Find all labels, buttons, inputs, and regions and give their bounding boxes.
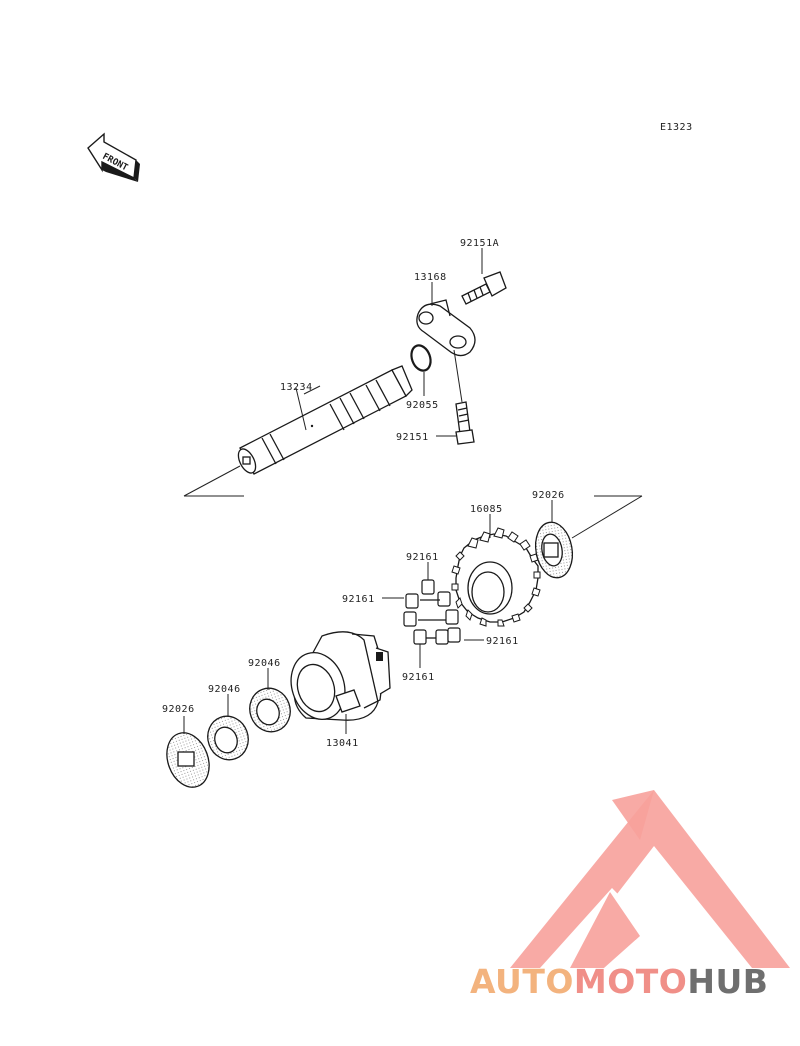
washer-92026-bottom xyxy=(166,732,210,788)
needle-bearing-92046-a xyxy=(207,715,249,761)
watermark-text-auto: AUTO xyxy=(470,962,574,1001)
washer-92026-top xyxy=(534,521,574,579)
part-label-92026-top: 92026 xyxy=(532,490,565,501)
shift-drum-13041 xyxy=(290,631,391,721)
part-label-92151a: 92151A xyxy=(460,238,499,249)
axis-reference-line-right-diag xyxy=(571,495,643,539)
axis-reference-line-left-diag xyxy=(183,465,241,497)
part-label-92046-a: 92046 xyxy=(208,684,241,695)
watermark-text-moto: MOTO xyxy=(573,962,688,1001)
part-label-16085: 16085 xyxy=(470,504,503,515)
part-label-92161-c: 92161 xyxy=(486,636,519,647)
bolt-92151 xyxy=(455,401,475,445)
diagram-code: E1323 xyxy=(660,122,693,133)
part-label-92046-b: 92046 xyxy=(248,658,281,669)
roller-ring-92161 xyxy=(403,579,461,645)
watermark-logo-icon xyxy=(510,790,790,968)
part-label-92161-d: 92161 xyxy=(402,672,435,683)
leader-lines xyxy=(183,248,553,734)
part-label-92161-a: 92161 xyxy=(406,552,439,563)
shift-arm-13168 xyxy=(416,299,476,357)
part-label-92026-bottom: 92026 xyxy=(162,704,195,715)
gear-16085 xyxy=(451,527,541,627)
o-ring-92055 xyxy=(410,344,432,372)
front-arrow-icon: FRONT xyxy=(87,132,140,182)
part-label-13041: 13041 xyxy=(326,738,359,749)
part-label-92161-b: 92161 xyxy=(342,594,375,605)
shaft-13234 xyxy=(237,365,413,475)
watermark-text: AUTOMOTOHUB xyxy=(470,962,768,1001)
part-label-92151: 92151 xyxy=(396,432,429,443)
needle-bearing-92046-b xyxy=(249,687,291,733)
part-label-92055: 92055 xyxy=(406,400,439,411)
bolt-92151a xyxy=(461,271,507,305)
part-label-13168: 13168 xyxy=(414,272,447,283)
part-label-13234: 13234 xyxy=(280,382,313,393)
watermark-text-hub: HUB xyxy=(687,962,769,1001)
